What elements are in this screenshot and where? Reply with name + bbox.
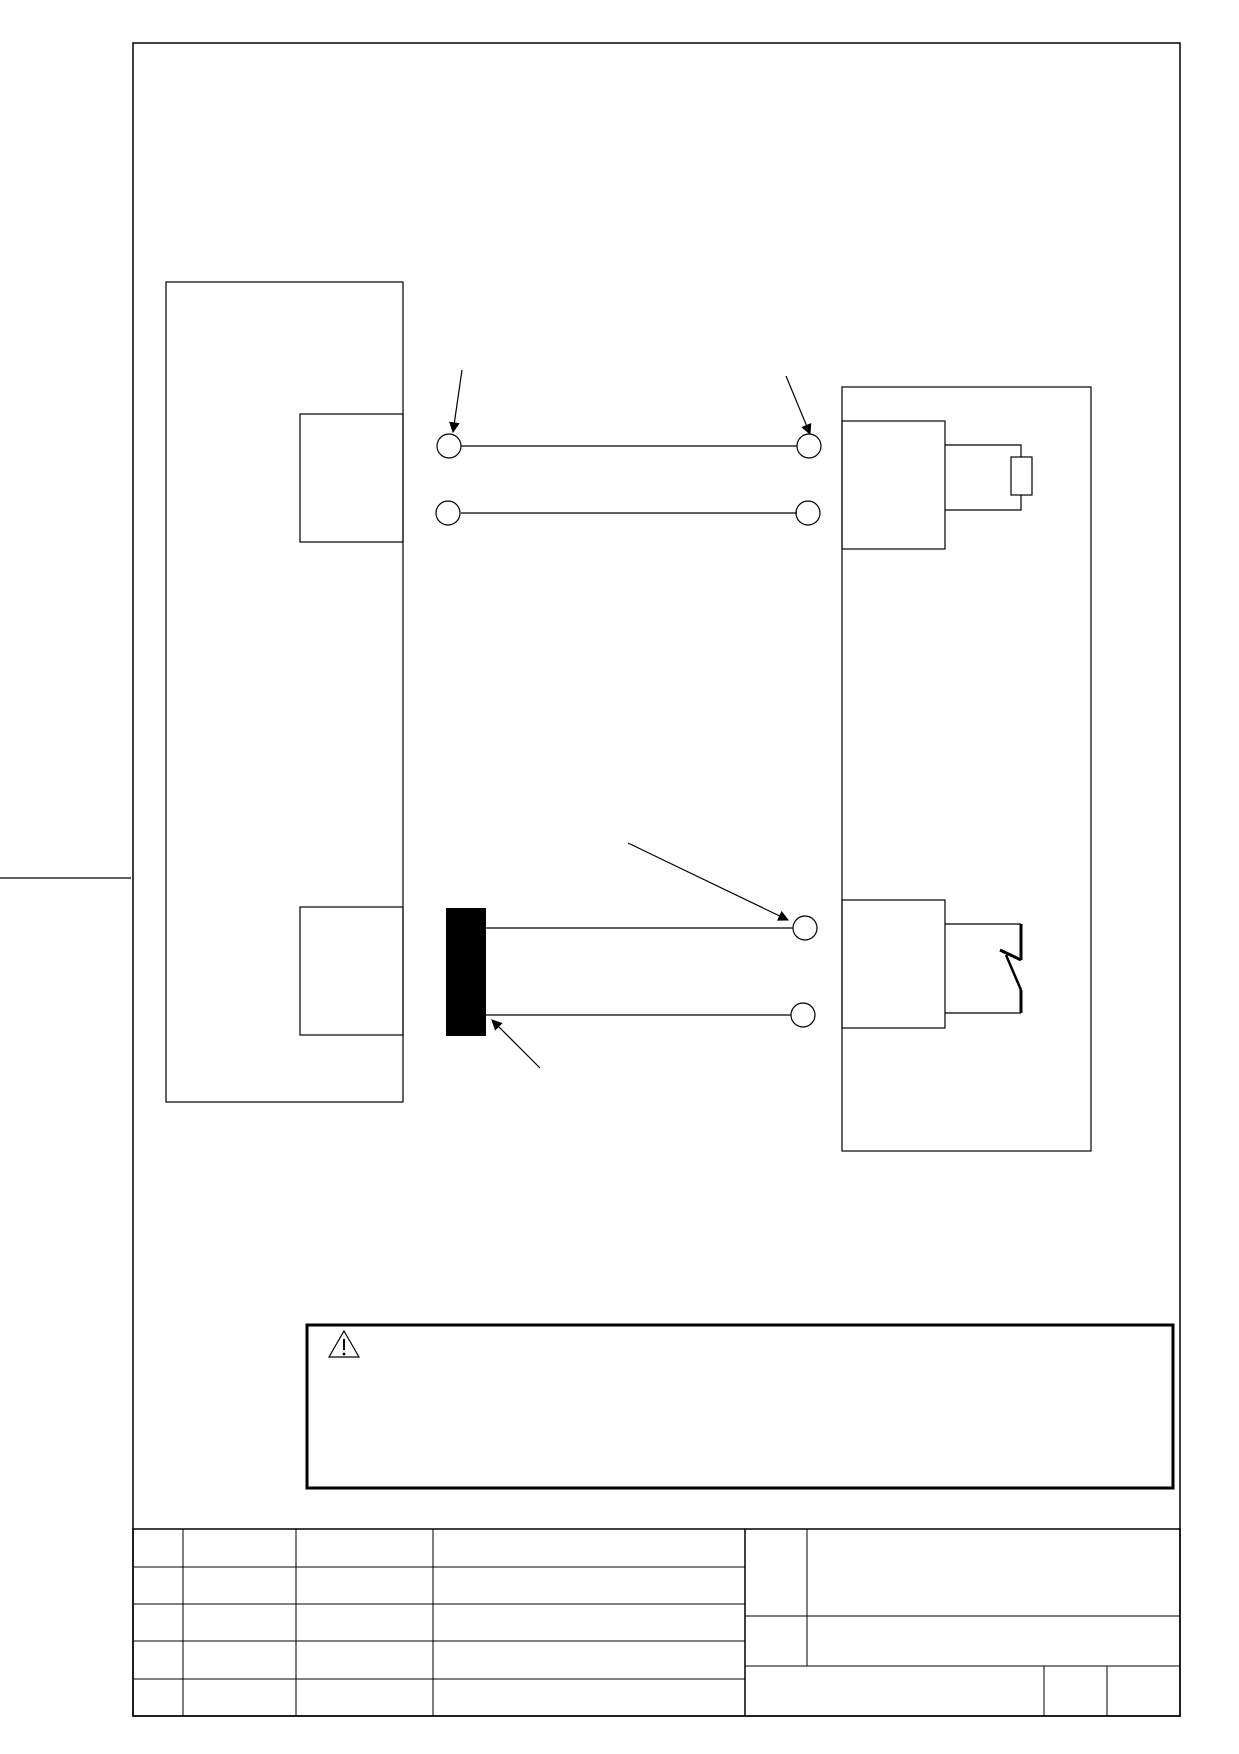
callout-arrows	[449, 369, 812, 1069]
lower-cable	[446, 908, 818, 1036]
resistor-symbol	[945, 444, 1033, 511]
title-block	[132, 1528, 1181, 1717]
callout-arrow-2	[785, 375, 812, 435]
left-connector-lower	[299, 906, 404, 1036]
left-connector-upper	[299, 413, 404, 543]
terminal-l2	[435, 500, 461, 526]
callout-arrow-4	[491, 1019, 541, 1069]
terminal-r4	[790, 1002, 816, 1028]
terminal-l1	[436, 433, 462, 459]
right-connector-lower	[841, 899, 946, 1029]
terminal-r2	[795, 500, 821, 526]
drawing-border	[132, 42, 1181, 1717]
upper-cable	[435, 433, 822, 526]
right-device	[841, 386, 1092, 1152]
left-device	[165, 281, 404, 1103]
warning-triangle-icon	[327, 1329, 361, 1358]
terminal-r3	[792, 915, 818, 941]
warning-box	[305, 1323, 1175, 1490]
plug-block	[446, 908, 486, 1036]
right-connector-upper	[841, 420, 946, 550]
terminal-r1	[796, 433, 822, 459]
callout-arrow-1	[449, 369, 463, 434]
callout-arrow-3	[627, 842, 789, 921]
switch-contact-symbol	[945, 923, 1023, 1014]
